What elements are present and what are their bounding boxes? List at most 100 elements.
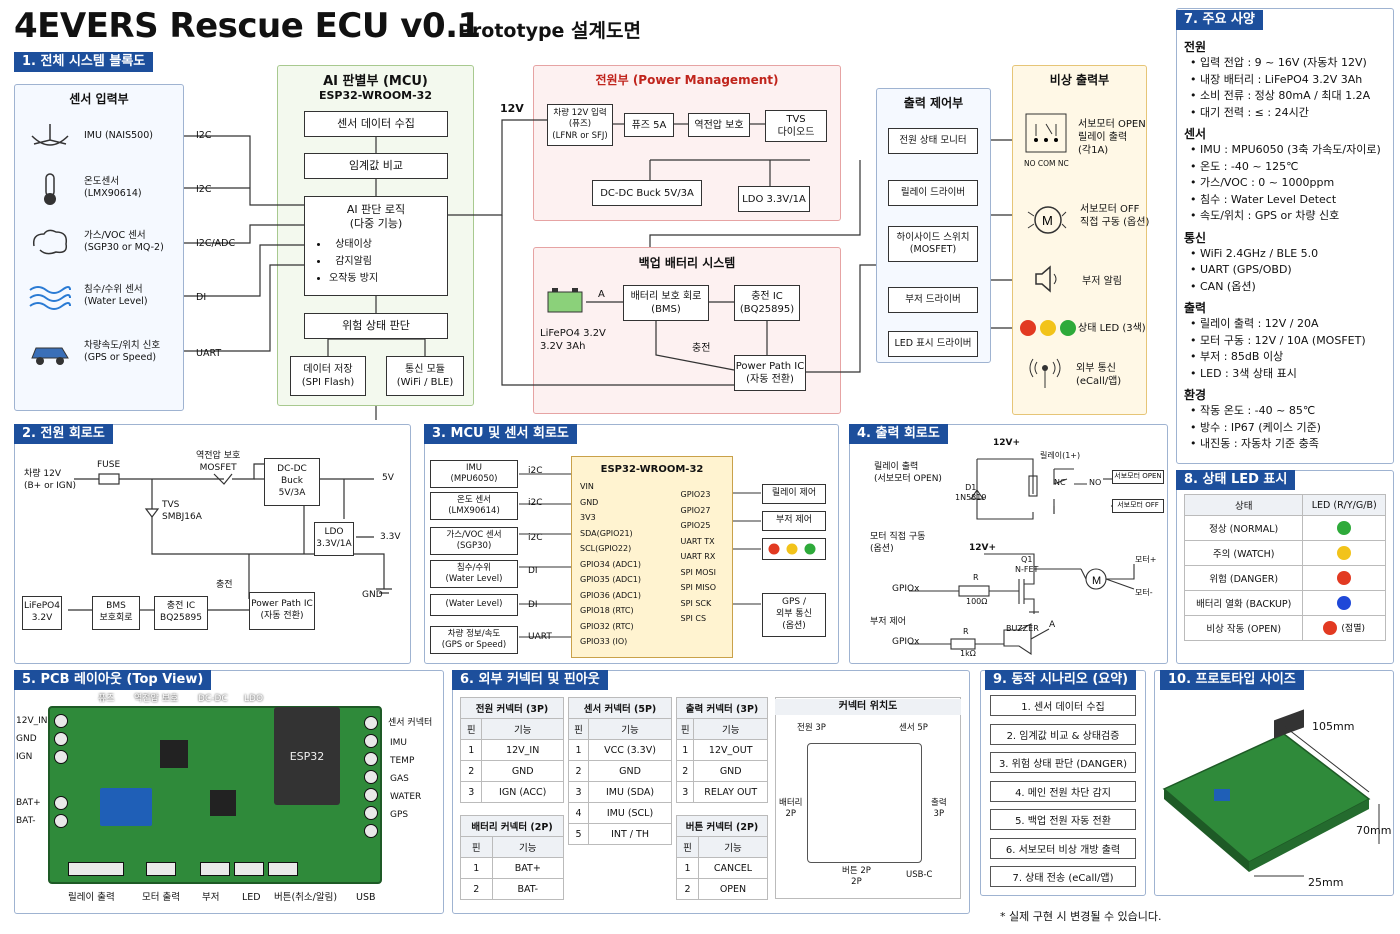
pcb-terminal — [54, 714, 68, 728]
emergency-motor-label: 서보모터 OFF 직접 구동 (옵션) — [1080, 204, 1150, 228]
led-row: 비상 작동 (OPEN)(점멸) — [1183, 615, 1386, 641]
table-title: 출력 커넥터 (3P) — [676, 697, 768, 719]
spec-group-title: 센서 — [1184, 127, 1207, 141]
sec6-tag: 6. 외부 커넥터 및 핀아웃 — [452, 670, 608, 690]
thermometer-icon — [44, 173, 56, 205]
pcb-terminal — [364, 752, 378, 766]
led-table-body: 정상 (NORMAL)주의 (WATCH)위험 (DANGER)배터리 열화 (… — [1183, 515, 1386, 641]
esp32-pin: GPIO23 — [680, 490, 711, 499]
svg-text:M: M — [1042, 213, 1053, 228]
tvs-box: TVS 다이오드 — [765, 110, 827, 142]
led-row: 위험 (DANGER) — [1183, 565, 1386, 591]
sec4-nc: NC — [1054, 478, 1066, 487]
emergency-header: 비상 출력부 — [1049, 73, 1110, 87]
sec4-gpio: GPIOx — [892, 584, 920, 594]
sec4-relay-coil: 릴레이(1+) — [1040, 451, 1081, 460]
table-header: 핀 — [459, 718, 483, 740]
led-dot — [1337, 546, 1352, 560]
pcb-terminal — [364, 824, 378, 838]
battery-header: 백업 배터리 시스템 — [638, 256, 736, 270]
sec3-tag: 3. MCU 및 센서 회로도 — [424, 424, 577, 444]
output-box: LED 표시 드라이버 — [888, 331, 978, 357]
led-row: 정상 (NORMAL) — [1183, 515, 1386, 541]
pos-usb: USB-C — [906, 870, 933, 880]
mcu-collect-box: 센서 데이터 수집 — [304, 111, 448, 137]
spec-item: • 온도 : -40 ~ 125℃ — [1190, 159, 1299, 173]
pcb-esp32: ESP32 — [274, 707, 340, 805]
sec4-panel — [849, 424, 1168, 664]
sec3-gps-box: GPS / 외부 통신 (옵션) — [762, 593, 826, 637]
output-schematic: M — [909, 458, 1135, 656]
sec3-sensor-box: IMU (MPU6050) — [430, 460, 518, 488]
pcb-bottom-label: 모터 출력 — [142, 892, 180, 903]
pcb-bottom-label: LED — [242, 892, 261, 903]
esp32-pin: GPIO33 (IO) — [580, 637, 628, 646]
sec4-relay-label: 릴레이 출력 (서보모터 OPEN) — [874, 462, 942, 484]
table-header: 핀 — [676, 836, 699, 858]
motor-icon: M — [1027, 206, 1067, 234]
sec4-gpio2: GPIOx — [892, 637, 920, 647]
page-title: 4EVERS Rescue ECU v0.1 — [14, 6, 481, 46]
mcu-header: AI 판별부 (MCU) — [323, 74, 428, 89]
sec3-leds-icon — [768, 543, 816, 555]
relay-pins-label: NO COM NC — [1024, 159, 1069, 168]
table-cell: 3 — [567, 781, 590, 803]
spec-group-title: 환경 — [1184, 388, 1207, 402]
sec10-tag: 10. 프로토타입 사이즈 — [1160, 670, 1304, 690]
sec4-buzzer-label: 부저 제어 — [870, 617, 906, 627]
esp32-pin: GPIO35 (ADC1) — [580, 575, 641, 584]
spec-group-title: 전원 — [1184, 40, 1207, 54]
pos-output: 출력 3P — [931, 798, 947, 820]
sec3-relay-box: 릴레이 제어 — [762, 484, 826, 504]
sec4-r2: R — [963, 627, 969, 636]
output-box: 하이사이드 스위치 (MOSFET) — [888, 226, 978, 262]
esp32-pin: GPIO32 (RTC) — [580, 621, 634, 631]
sec3-sensor-box: 가스/VOC 센서 (SGP30) — [430, 527, 518, 555]
led-row: 배터리 열화 (BACKUP) — [1183, 590, 1386, 616]
pcb-right-label: TEMP — [390, 756, 415, 766]
led-dot — [1337, 596, 1352, 610]
pcb-terminal — [364, 770, 378, 784]
mcu-logic-box: AI 판단 로직 (다중 기능) 상태이상감지알림오작동 방지 — [304, 196, 448, 296]
table-cell: IMU (SDA) — [588, 781, 672, 803]
table-title: 센서 커넥터 (5P) — [568, 697, 672, 719]
sec4-motor-label: 모터 직접 구동 (옵션) — [870, 532, 926, 554]
esp32-chip-title: ESP32-WROOM-32 — [600, 464, 704, 475]
sec2-tag: 2. 전원 회로도 — [14, 424, 113, 444]
sec3-bus: UART — [528, 632, 552, 642]
led-cell — [1302, 590, 1386, 616]
led-state: 정상 (NORMAL) — [1183, 515, 1304, 541]
pcb-terminal — [54, 796, 68, 810]
led-cell — [1302, 540, 1386, 566]
sec1-tag: 1. 전체 시스템 블록도 — [14, 52, 154, 72]
sec4-no: NO — [1089, 478, 1102, 487]
pcb-terminal — [364, 734, 378, 748]
sec3-buzzer-box: 부저 제어 — [762, 511, 826, 531]
connector-position-title: 커넥터 위치도 — [775, 699, 961, 715]
sec4-r1k: 1kΩ — [960, 649, 976, 658]
led-dot — [1337, 571, 1352, 585]
led-row: 주의 (WATCH) — [1183, 540, 1386, 566]
sensor-bus: I2C — [196, 184, 212, 195]
table-header: 핀 — [567, 718, 590, 740]
powerpath-box: Power Path IC (자동 전환) — [734, 355, 806, 391]
table-cell: VCC (3.3V) — [588, 739, 672, 761]
sec2-battery-box: LiFePO4 3.2V — [22, 596, 62, 630]
table-cell: 1 — [675, 739, 695, 761]
esp32-pin: GPIO34 (ADC1) — [580, 559, 641, 569]
pcb-right-label: IMU — [390, 738, 408, 748]
sec2-buck-box: DC-DC Buck 5V/3A — [264, 458, 320, 506]
footnote: * 실제 구현 시 변경될 수 있습니다. — [1000, 910, 1162, 923]
pcb-ic-1 — [210, 790, 236, 816]
